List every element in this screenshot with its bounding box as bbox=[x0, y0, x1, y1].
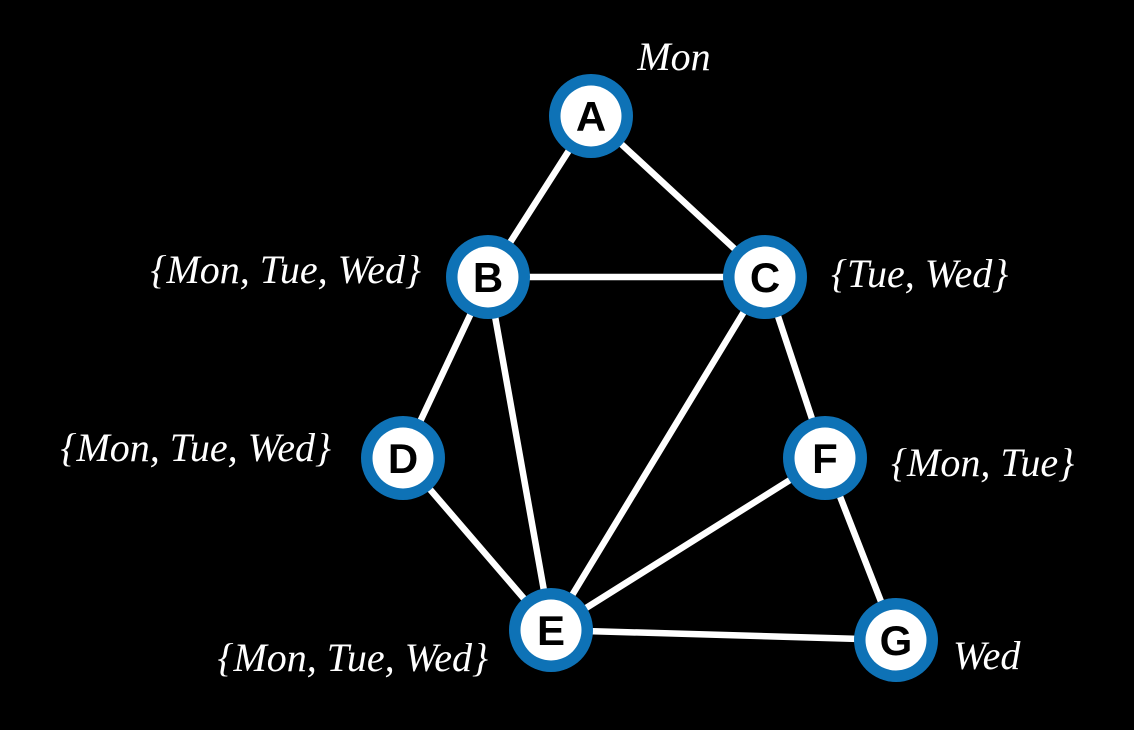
node-C-letter: C bbox=[750, 254, 780, 301]
node-F-fill bbox=[794, 427, 856, 489]
node-A-domain-label: Mon bbox=[636, 34, 710, 79]
node-C: C bbox=[723, 235, 807, 319]
labels-layer: Mon {Mon, Tue, Wed} {Tue, Wed} {Mon, Tue, W… bbox=[60, 34, 1074, 680]
node-F-domain-label: {Mon, Tue} bbox=[891, 440, 1074, 485]
node-B: B bbox=[446, 235, 530, 319]
node-E-fill bbox=[520, 599, 582, 661]
node-C-domain-label: {Tue, Wed} bbox=[831, 251, 1008, 296]
node-F: F bbox=[783, 416, 867, 500]
node-F-letter: F bbox=[812, 435, 838, 482]
edge-E-G bbox=[547, 626, 900, 644]
node-B-fill bbox=[457, 246, 519, 308]
node-D-domain-label: {Mon, Tue, Wed} bbox=[60, 425, 331, 470]
node-E-letter: E bbox=[537, 607, 565, 654]
node-A-fill bbox=[560, 85, 622, 147]
node-E-domain-label: {Mon, Tue, Wed} bbox=[217, 635, 488, 680]
node-D: D bbox=[361, 416, 445, 500]
nodes-layer: A B C D F E G bbox=[361, 74, 938, 682]
node-G-fill bbox=[865, 609, 927, 671]
node-B-letter: B bbox=[473, 254, 503, 301]
edge-E-F bbox=[547, 454, 829, 634]
node-G-domain-label: Wed bbox=[953, 633, 1021, 678]
node-G-letter: G bbox=[880, 617, 913, 664]
node-D-fill bbox=[372, 427, 434, 489]
node-A: A bbox=[549, 74, 633, 158]
node-E: E bbox=[509, 588, 593, 672]
node-D-letter: D bbox=[388, 435, 418, 482]
node-B-domain-label: {Mon, Tue, Wed} bbox=[150, 247, 421, 292]
node-A-letter: A bbox=[576, 93, 606, 140]
edges-layer bbox=[399, 112, 900, 644]
node-G: G bbox=[854, 598, 938, 682]
node-C-fill bbox=[734, 246, 796, 308]
edge-C-E bbox=[547, 273, 769, 634]
edge-B-E bbox=[484, 273, 555, 634]
